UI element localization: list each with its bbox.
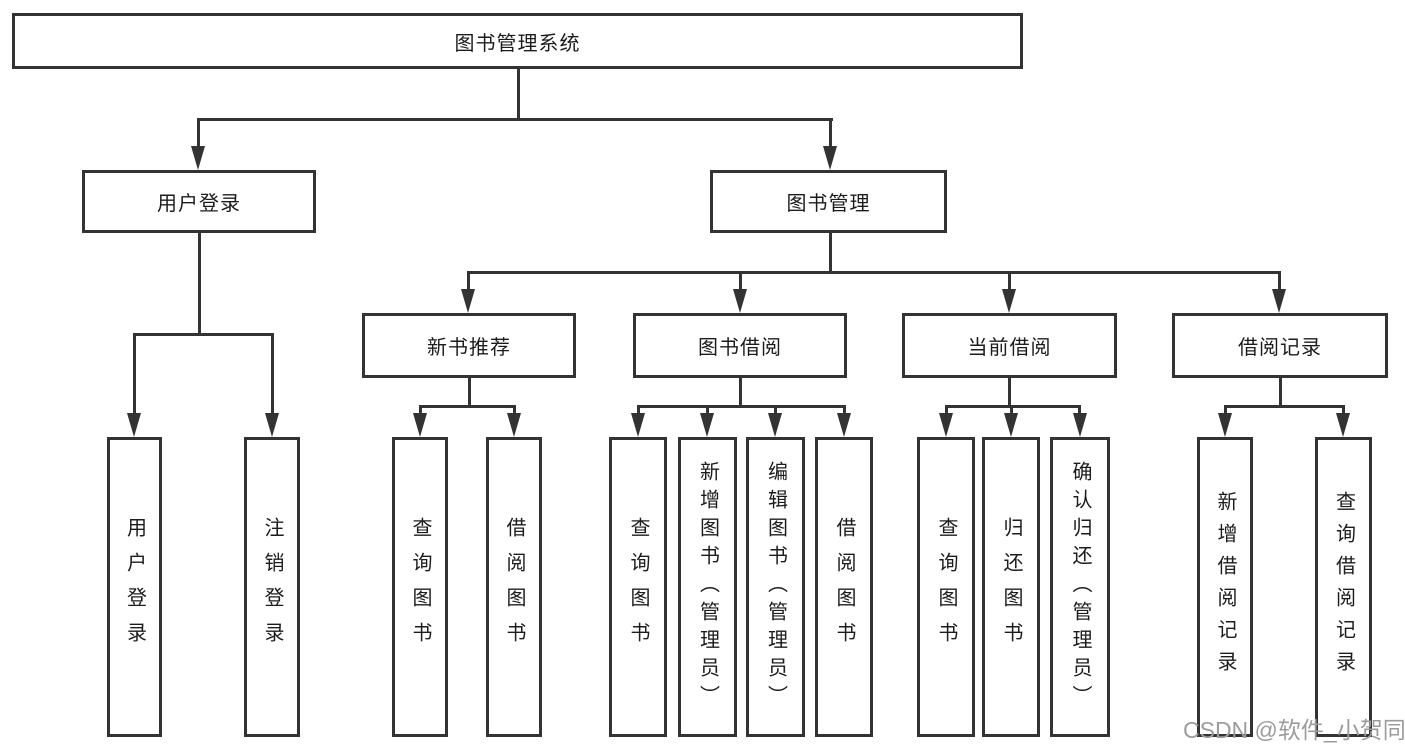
connector-l3-stub	[1008, 271, 1011, 293]
leaf-nbr-borrow-books: 借阅图书	[486, 437, 542, 737]
connector-nbr-hline	[419, 405, 516, 408]
node-current-borrow-label: 当前借阅	[967, 337, 1052, 359]
leaf-bb-edit-books-admin: 编辑图书（管理员）	[746, 437, 805, 737]
leaf-user-login-label: 用户登录	[123, 517, 146, 657]
connector-l3-stub	[1278, 271, 1281, 293]
connector-bookmgmt-vline	[829, 231, 832, 274]
node-new-book-recommend: 新书推荐	[362, 313, 576, 378]
connector-userlogin-vline	[198, 231, 201, 336]
node-root-label: 图书管理系统	[454, 32, 581, 55]
node-borrow-record-label: 借阅记录	[1238, 337, 1322, 359]
connector-leaf-stub	[133, 333, 136, 417]
connector-br-vline	[1279, 376, 1282, 408]
arrowhead-down-icon	[413, 413, 427, 437]
connector-root-vline	[517, 66, 520, 121]
connector-leaf-stub	[1078, 405, 1081, 417]
leaf-cb-return-books-label: 归还图书	[1000, 517, 1022, 657]
connector-leaf-stub	[706, 405, 709, 417]
connector-bookmgmt-hline	[467, 271, 1281, 274]
connector-leaf-stub	[1010, 405, 1013, 417]
arrowhead-down-icon	[265, 413, 279, 437]
connector-l3-stub	[739, 271, 742, 293]
connector-leaf-stub	[637, 405, 640, 417]
connector-leaf-stub	[1342, 405, 1345, 417]
connector-leaf-stub	[1224, 405, 1227, 417]
connector-nbr-vline	[468, 376, 471, 408]
connector-leaf-stub	[843, 405, 846, 417]
node-user-login: 用户登录	[82, 170, 316, 233]
arrowhead-down-icon	[507, 413, 521, 437]
leaf-user-login: 用户登录	[107, 437, 162, 737]
leaf-bb-query-books-label: 查询图书	[627, 517, 649, 657]
leaf-logout-label: 注销登录	[261, 517, 283, 657]
connector-leaf-stub	[945, 405, 948, 417]
arrowhead-down-icon	[461, 289, 475, 313]
connector-bb-vline	[739, 376, 742, 408]
node-user-login-label: 用户登录	[157, 193, 241, 215]
connector-leaf-stub	[513, 405, 516, 417]
csdn-watermark: CSDN @软件_小贺同学	[1183, 717, 1405, 743]
leaf-bb-borrow-books: 借阅图书	[815, 437, 873, 737]
connector-userlogin-stub	[197, 118, 200, 150]
node-new-book-recommend-label: 新书推荐	[427, 337, 511, 359]
arrowhead-down-icon	[631, 413, 645, 437]
arrowhead-down-icon	[1272, 289, 1286, 313]
leaf-bb-add-books-admin-label: 新增图书（管理员）	[696, 461, 719, 713]
connector-leaf-stub	[774, 405, 777, 417]
arrowhead-down-icon	[939, 413, 953, 437]
node-root: 图书管理系统	[12, 13, 1023, 69]
arrowhead-down-icon	[700, 413, 714, 437]
arrowhead-down-icon	[823, 146, 837, 170]
arrowhead-down-icon	[191, 146, 205, 170]
arrowhead-down-icon	[1002, 289, 1016, 313]
arrowhead-down-icon	[1218, 413, 1232, 437]
connector-root-hline	[197, 118, 833, 121]
node-book-management: 图书管理	[710, 170, 947, 233]
leaf-bb-edit-books-admin-label: 编辑图书（管理员）	[764, 461, 787, 713]
leaf-br-add-record: 新增借阅记录	[1197, 437, 1253, 737]
node-current-borrow: 当前借阅	[902, 313, 1117, 378]
leaf-bb-query-books: 查询图书	[609, 437, 667, 737]
leaf-nbr-borrow-books-label: 借阅图书	[503, 517, 525, 657]
leaf-cb-return-books: 归还图书	[982, 437, 1040, 737]
leaf-br-query-record: 查询借阅记录	[1315, 437, 1372, 737]
connector-userlogin-hline	[133, 333, 274, 336]
connector-bb-hline	[637, 405, 846, 408]
arrowhead-down-icon	[127, 413, 141, 437]
arrowhead-down-icon	[768, 413, 782, 437]
arrowhead-down-icon	[1336, 413, 1350, 437]
leaf-cb-query-books-label: 查询图书	[935, 517, 957, 657]
leaf-nbr-query-books-label: 查询图书	[409, 517, 431, 657]
connector-bookmgmt-stub	[829, 118, 832, 150]
leaf-bb-borrow-books-label: 借阅图书	[833, 517, 855, 657]
leaf-nbr-query-books: 查询图书	[392, 437, 448, 737]
arrowhead-down-icon	[733, 289, 747, 313]
connector-leaf-stub	[271, 333, 274, 417]
leaf-cb-confirm-return-admin: 确认归还（管理员）	[1050, 437, 1110, 737]
connector-cb-vline	[1008, 376, 1011, 408]
node-borrow-record: 借阅记录	[1172, 313, 1388, 378]
leaf-br-query-record-label: 查询借阅记录	[1332, 491, 1355, 683]
connector-l3-stub	[467, 271, 470, 293]
node-book-borrow-label: 图书借阅	[698, 337, 782, 359]
leaf-cb-query-books: 查询图书	[917, 437, 975, 737]
connector-leaf-stub	[419, 405, 422, 417]
connector-br-hline	[1224, 405, 1345, 408]
arrowhead-down-icon	[1073, 413, 1087, 437]
arrowhead-down-icon	[837, 413, 851, 437]
node-book-management-label: 图书管理	[786, 193, 871, 215]
node-book-borrow: 图书借阅	[633, 313, 847, 378]
leaf-logout: 注销登录	[244, 437, 300, 737]
arrowhead-down-icon	[1004, 413, 1018, 437]
leaf-br-add-record-label: 新增借阅记录	[1214, 491, 1236, 683]
leaf-bb-add-books-admin: 新增图书（管理员）	[678, 437, 737, 737]
connector-cb-hline	[945, 405, 1081, 408]
leaf-cb-confirm-return-admin-label: 确认归还（管理员）	[1069, 461, 1091, 713]
